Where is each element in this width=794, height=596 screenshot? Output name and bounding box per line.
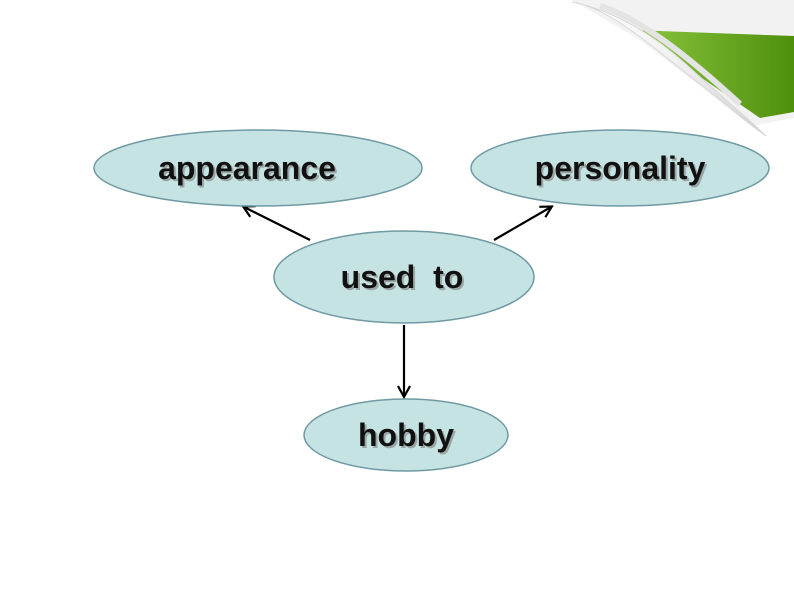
node-personality: personality personality — [470, 129, 770, 207]
page-curl-decoration — [571, 0, 794, 137]
node-center-label-shadow: used to — [343, 261, 466, 297]
node-center: used to used to — [273, 230, 535, 324]
node-appearance-label: appearance — [158, 150, 336, 186]
arrow-to-personality — [493, 207, 551, 241]
edges — [244, 207, 551, 396]
node-hobby-label: hobby — [358, 417, 454, 453]
node-hobby: hobby hobby — [303, 398, 509, 472]
node-personality-label: personality — [535, 150, 706, 186]
node-center-label: used to — [341, 259, 464, 295]
node-personality-label-shadow: personality — [537, 152, 708, 188]
arrow-to-appearance — [244, 207, 311, 241]
node-appearance-label-shadow: appearance — [160, 152, 338, 188]
node-appearance: appearance appearance — [93, 129, 423, 207]
node-hobby-label-shadow: hobby — [360, 419, 456, 455]
